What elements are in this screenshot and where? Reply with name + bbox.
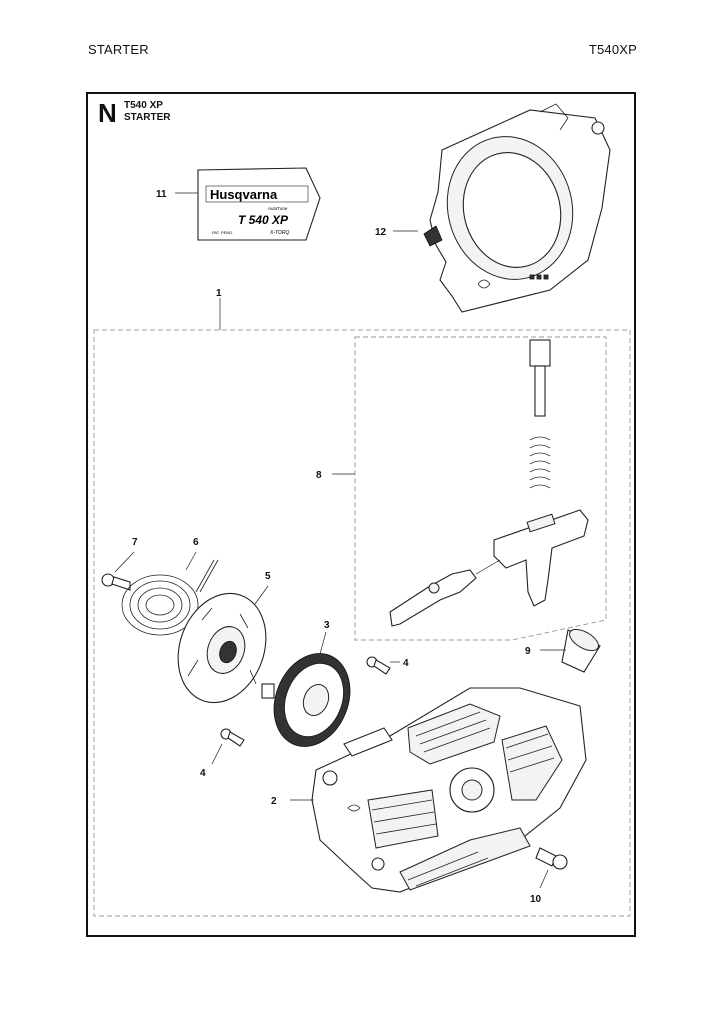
- section-name: STARTER: [124, 112, 171, 123]
- part-3-pulley: [261, 631, 351, 747]
- callout-2: 2: [271, 796, 277, 807]
- callout-12: 12: [375, 227, 387, 238]
- decal-model: T 540 XP: [238, 213, 289, 227]
- section-model: T540 XP: [124, 100, 163, 111]
- part-8-handle-assembly: [332, 339, 589, 627]
- page-header-model: T540XP: [588, 42, 637, 57]
- decal-pat: PAT. PEND.: [212, 230, 233, 235]
- callout-4-upper: 4: [403, 658, 409, 669]
- callout-5: 5: [265, 571, 271, 582]
- callout-4-lower: 4: [200, 768, 206, 779]
- diagram-frame: [86, 92, 636, 937]
- callout-8: 8: [316, 470, 322, 481]
- part-5-spring-cassette: [177, 585, 269, 704]
- decal-engine: X-TORQ: [269, 230, 289, 236]
- callout-3: 3: [324, 620, 330, 631]
- part-7-screw: [101, 551, 135, 591]
- part-4-screws: [211, 656, 400, 765]
- page-header-title: STARTER: [88, 42, 149, 57]
- part-12-cover: [393, 103, 611, 313]
- callout-10: 10: [530, 894, 542, 905]
- part-10-screw: [535, 847, 568, 889]
- callout-6: 6: [193, 537, 199, 548]
- part-6-spring: [121, 551, 219, 636]
- callout-11: 11: [156, 189, 167, 200]
- callout-9: 9: [525, 646, 531, 657]
- section-letter: N: [98, 98, 117, 128]
- part-11-decal: Husqvarna AutoTune T 540 XP PAT. PEND. X…: [175, 167, 321, 241]
- part-2-starter-housing: [290, 687, 587, 893]
- part-9-grommet: [540, 628, 601, 673]
- callout-1: 1: [216, 288, 222, 299]
- assembly-boundaries: [93, 298, 631, 917]
- callout-labels: 1 2 3 4 4 5 6 7 8 9 10 11 12: [132, 189, 542, 905]
- decal-tag: AutoTune: [268, 206, 288, 211]
- callout-7: 7: [132, 537, 138, 548]
- decal-brand: Husqvarna: [210, 187, 278, 202]
